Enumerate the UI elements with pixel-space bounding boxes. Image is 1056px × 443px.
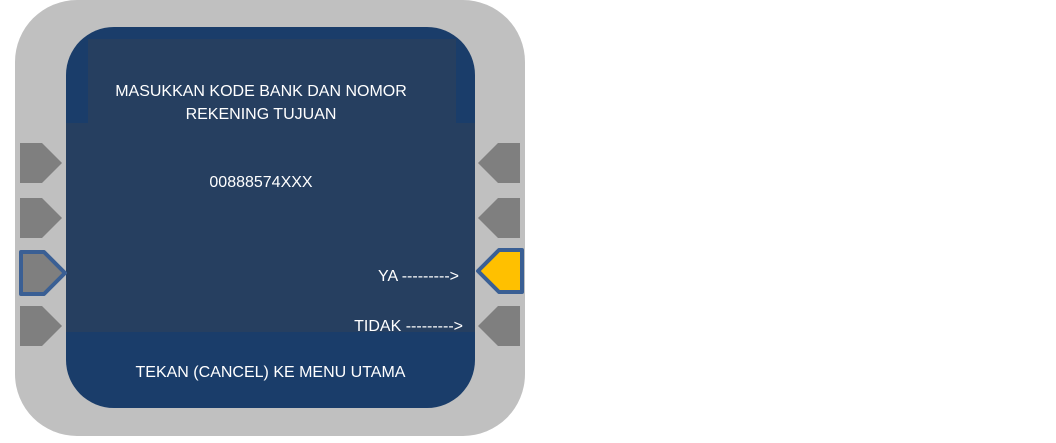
right-button-2[interactable] <box>478 198 520 238</box>
title-line-1: MASUKKAN KODE BANK DAN NOMOR <box>115 83 407 100</box>
right-button-1[interactable] <box>478 143 520 183</box>
footer-cancel-text: TEKAN (CANCEL) KE MENU UTAMA <box>135 364 406 381</box>
left-button-2[interactable] <box>20 198 62 238</box>
header-panel <box>88 39 456 125</box>
content-panel <box>66 123 475 332</box>
left-button-3[interactable] <box>19 250 67 296</box>
option-no: TIDAK ---------> <box>354 318 463 335</box>
right-button-yes[interactable] <box>474 248 526 294</box>
account-number: 00888574XXX <box>209 174 313 191</box>
left-button-4[interactable] <box>20 306 62 346</box>
right-button-no[interactable] <box>478 306 520 346</box>
atm-screen: MASUKKAN KODE BANK DAN NOMOR REKENING TU… <box>66 27 475 408</box>
left-button-1[interactable] <box>20 143 62 183</box>
option-yes: YA ---------> <box>377 268 459 285</box>
title-line-2: REKENING TUJUAN <box>185 106 337 123</box>
